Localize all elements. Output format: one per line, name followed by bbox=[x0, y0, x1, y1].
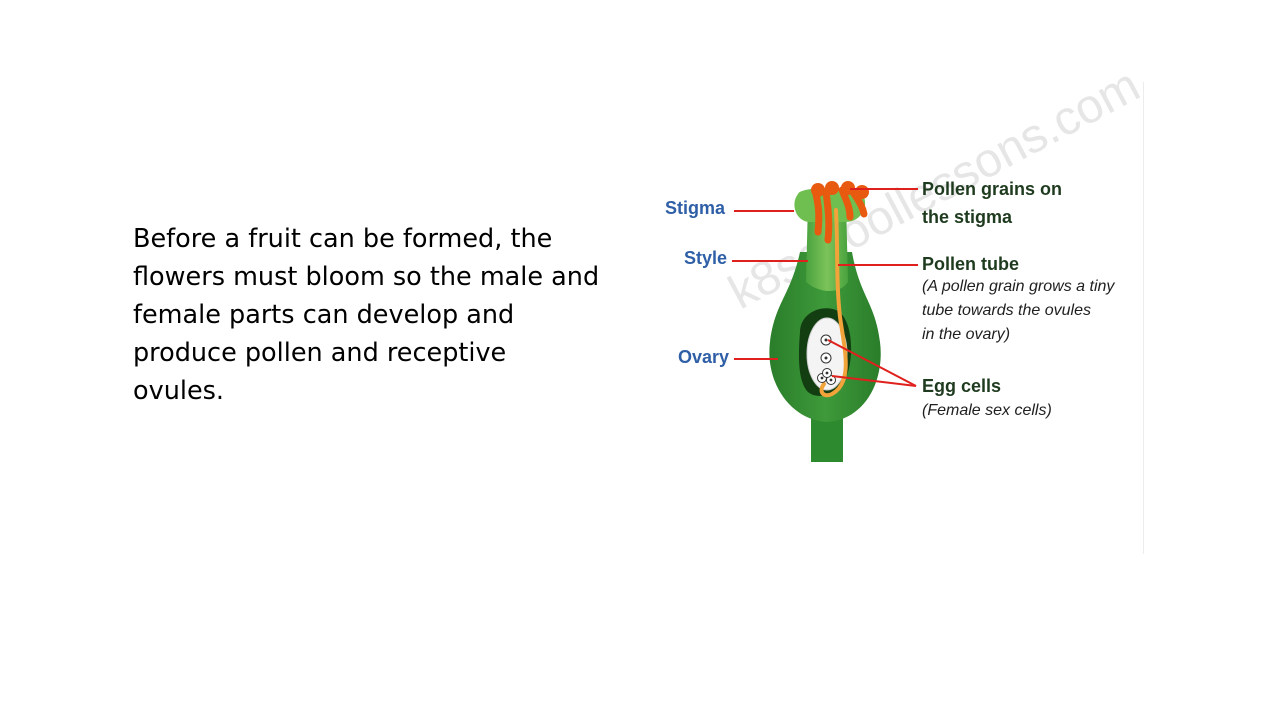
style-label: Style bbox=[684, 248, 728, 268]
pollen-grain bbox=[841, 181, 855, 195]
egg-cells bbox=[817, 334, 836, 385]
pollen-grain bbox=[812, 190, 823, 236]
egg-cells-note: (Female sex cells) bbox=[922, 402, 1052, 419]
pollen-tube-label: Pollen tube bbox=[922, 254, 1020, 274]
stigma-label: Stigma bbox=[665, 198, 726, 218]
egg-cells-label: Egg cells bbox=[922, 376, 1002, 396]
pollen-tube-note-line3: in the ovary) bbox=[922, 326, 1011, 343]
pollen-grains-label-line1: Pollen grains on bbox=[922, 179, 1063, 199]
pollen-grains-label-line2: the stigma bbox=[922, 207, 1013, 227]
egg-cells-pointer bbox=[827, 339, 917, 387]
ovary-label: Ovary bbox=[678, 347, 730, 367]
pollen-tube-note-line2: tube towards the ovules bbox=[922, 302, 1091, 319]
pistil-diagram: k8schoollessons.com bbox=[650, 59, 1148, 554]
pollen-grain bbox=[811, 183, 825, 197]
pollen-grain bbox=[825, 181, 839, 195]
slide-body-text: Before a fruit can be formed, the flower… bbox=[133, 224, 600, 406]
pollen-grain bbox=[822, 188, 833, 244]
pistil-illustration bbox=[732, 181, 918, 462]
pollen-grain bbox=[855, 185, 869, 199]
pollen-tube-note-line1: (A pollen grain grows a tiny bbox=[922, 278, 1115, 295]
egg-cells-pointer bbox=[831, 375, 917, 387]
